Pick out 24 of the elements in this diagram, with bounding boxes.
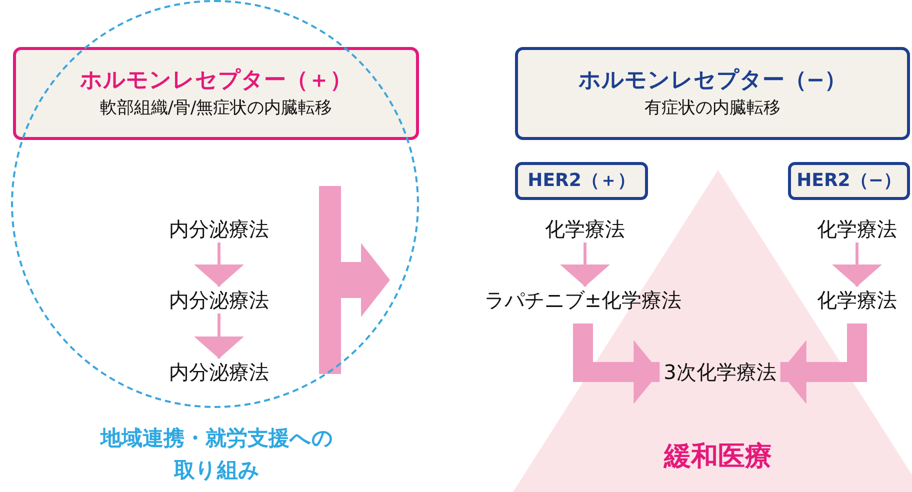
- box-subtitle: 有症状の内臓転移: [644, 99, 780, 119]
- box-subtitle: 軟部組織/骨/無症状の内臓転移: [100, 99, 332, 119]
- therapy-text: 内分泌療法: [152, 214, 286, 244]
- status-box: HER2（−）: [788, 162, 910, 200]
- therapy-text: 内分泌療法: [152, 285, 286, 315]
- therapy-text: 化学療法: [805, 285, 909, 315]
- box-heading: ホルモンレセプター（＋）: [80, 68, 352, 94]
- caption-text: 地域連携・就労支援への取り組み: [98, 425, 334, 484]
- box-heading: ホルモンレセプター（−）: [578, 68, 847, 94]
- receptor-box: [515, 47, 910, 140]
- bent-arrow: [780, 324, 867, 404]
- therapy-text: 化学療法: [805, 214, 909, 244]
- therapy-text: 内分泌療法: [152, 357, 286, 387]
- chevron-arrow: [560, 242, 610, 286]
- pyramid-label: 緩和医療: [664, 440, 772, 472]
- therapy-text: ラパチニブ±化学療法: [460, 285, 706, 315]
- chevron-arrow: [194, 314, 244, 358]
- chevron-arrow: [194, 242, 244, 286]
- therapy-text: 化学療法: [530, 214, 640, 244]
- chevron-arrow: [832, 242, 882, 286]
- therapy-text: 3次化学療法: [640, 357, 800, 387]
- status-box: HER2（＋）: [515, 162, 648, 200]
- dashed-circle: [11, 0, 419, 408]
- bent-arrow: [573, 324, 660, 404]
